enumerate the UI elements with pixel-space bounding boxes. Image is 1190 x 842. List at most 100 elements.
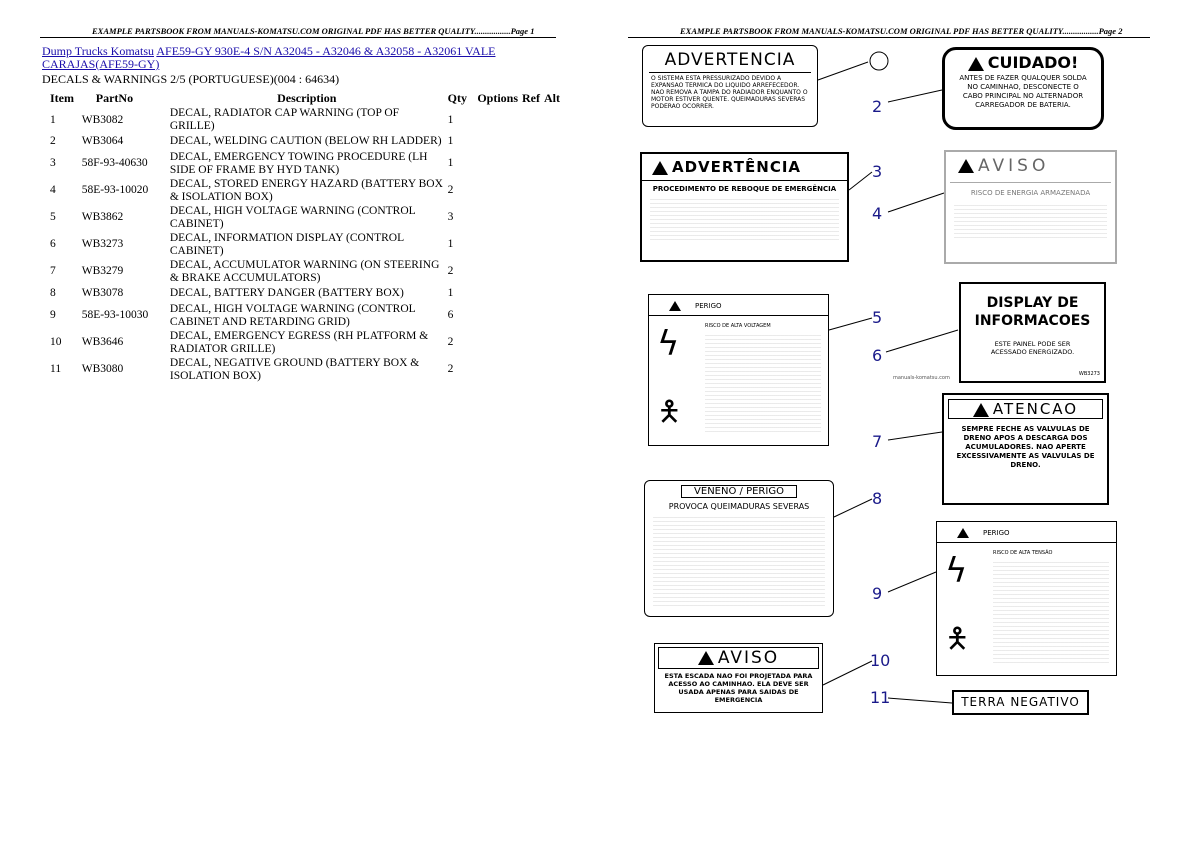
cell-partno: WB3080	[81, 363, 124, 375]
leader-line	[833, 498, 873, 518]
cell-item: 11	[50, 363, 62, 375]
cell-item: 1	[50, 113, 56, 126]
decal-title: CUIDADO!	[987, 53, 1079, 72]
decal-text: SEMPRE FECHE AS VALVULAS DE DRENO APOS A…	[956, 425, 1095, 469]
cell-description: DECAL, HIGH VOLTAGE WARNING (CONTROL CAB…	[169, 302, 416, 328]
decal-subtitle: RISCO DE ALTA TENSÃO	[993, 550, 1053, 556]
cell-qty: 2	[447, 363, 454, 375]
decal-title: DISPLAY DE INFORMACOES	[974, 295, 1091, 329]
col-partno: PartNo	[95, 91, 134, 105]
lightning-bolt-icon: ϟ	[945, 551, 968, 591]
cell-qty: 1	[447, 287, 454, 299]
callout-11: 11	[870, 688, 891, 707]
cell-item: 6	[50, 238, 56, 250]
cell-description: DECAL, ACCUMULATOR WARNING (ON STEERING …	[169, 258, 440, 284]
cell-item: 10	[50, 336, 62, 348]
col-options: Options	[477, 91, 518, 105]
decal-high-voltage-warning: PERIGO ϟ 🯅 RISCO DE ALTA VOLTAGEM	[648, 294, 829, 446]
leader-line	[887, 571, 937, 593]
decal-radiator-cap-warning: ADVERTENCIA O SISTEMA ESTA PRESSURIZADO …	[642, 45, 818, 127]
decal-text: ESTA ESCADA NAO FOI PROJETADA PARA ACESS…	[664, 672, 813, 704]
cell-item: 9	[50, 309, 56, 321]
decal-subtitle: RISCO DE ENERGIA ARMAZENADA	[970, 189, 1091, 197]
shocked-person-icon: 🯅	[945, 622, 970, 655]
decal-text: TERRA NEGATIVO	[961, 695, 1080, 709]
cell-description: DECAL, RADIATOR CAP WARNING (TOP OF GRIL…	[169, 107, 400, 132]
col-item: Item	[50, 91, 74, 105]
decal-title: PERIGO	[695, 302, 722, 310]
decal-title: AVISO	[978, 156, 1050, 176]
cell-qty: 1	[447, 113, 454, 126]
cell-qty: 1	[447, 135, 454, 147]
cell-description: DECAL, BATTERY DANGER (BATTERY BOX)	[169, 287, 404, 299]
warning-icon	[669, 301, 681, 311]
leader-line	[848, 171, 873, 191]
decal-fine-print	[705, 335, 821, 435]
col-description: Description	[277, 91, 337, 105]
leader-line	[887, 192, 945, 213]
leader-line	[887, 89, 943, 103]
parts-list-panel: Dump Trucks Komatsu AFE59-GY 930E-4 S/N …	[42, 45, 562, 383]
breadcrumb-link-serial[interactable]: AFE59-GY 930E-4 S/N A32045 - A32046 & A3…	[42, 44, 496, 71]
cell-partno: 58E-93-10030	[81, 309, 149, 321]
callout-9: 9	[872, 584, 883, 603]
cell-item: 5	[50, 211, 56, 223]
decal-welding-caution: CUIDADO! ANTES DE FAZER QUALQUER SOLDA N…	[942, 47, 1104, 130]
decal-emergency-egress: AVISO ESTA ESCADA NAO FOI PROJETADA PARA…	[654, 643, 823, 713]
cell-qty: 3	[447, 211, 454, 223]
parts-table: Item PartNo Description Qty Options Ref …	[42, 90, 562, 383]
callout-4: 4	[872, 204, 883, 223]
cell-description: DECAL, INFORMATION DISPLAY (CONTROL CABI…	[169, 231, 404, 257]
decal-title: AVISO	[717, 648, 780, 668]
warning-icon	[967, 56, 984, 71]
cell-qty: 1	[447, 238, 454, 250]
callout-circle	[869, 51, 889, 71]
decal-title: PERIGO	[983, 529, 1010, 537]
table-row: 4 58E-93-10020 DECAL, STORED ENERGY HAZA…	[42, 177, 562, 204]
cell-description: DECAL, EMERGENCY TOWING PROCEDURE (LH SI…	[169, 150, 428, 176]
cell-item: 4	[50, 184, 56, 196]
cell-description: DECAL, HIGH VOLTAGE WARNING (CONTROL CAB…	[169, 204, 416, 230]
warning-icon	[697, 651, 714, 665]
decal-emergency-towing: ADVERTÊNCIA PROCEDIMENTO DE REBOQUE DE E…	[640, 152, 849, 262]
warning-icon	[957, 528, 969, 538]
cell-partno: WB3862	[81, 211, 124, 223]
decal-title: VENENO / PERIGO	[681, 485, 797, 498]
watermark-text: manuals-komatsu.com	[893, 375, 950, 381]
table-row: 8 WB3078 DECAL, BATTERY DANGER (BATTERY …	[42, 285, 562, 302]
callout-2: 2	[872, 97, 883, 116]
breadcrumb: Dump Trucks Komatsu AFE59-GY 930E-4 S/N …	[42, 45, 562, 71]
cell-partno: 58E-93-10020	[81, 184, 149, 196]
decal-fine-print	[650, 199, 839, 243]
callout-6: 6	[872, 346, 883, 365]
callout-3: 3	[872, 162, 883, 181]
table-header-row: Item PartNo Description Qty Options Ref …	[42, 90, 562, 107]
decal-accumulator-warning: ATENCAO SEMPRE FECHE AS VALVULAS DE DREN…	[942, 393, 1109, 505]
cell-qty: 2	[447, 265, 454, 277]
callout-8: 8	[872, 489, 883, 508]
cell-item: 7	[50, 265, 56, 277]
table-row: 2 WB3064 DECAL, WELDING CAUTION (BELOW R…	[42, 133, 562, 150]
leader-line	[885, 329, 959, 353]
decal-title: ATENCAO	[992, 400, 1079, 418]
cell-partno: WB3078	[81, 287, 124, 299]
leader-line	[822, 660, 873, 686]
table-row: 9 58E-93-10030 DECAL, HIGH VOLTAGE WARNI…	[42, 302, 562, 329]
breadcrumb-link-model[interactable]: Dump Trucks Komatsu	[42, 44, 155, 58]
col-qty: Qty	[447, 91, 467, 105]
cell-item: 8	[50, 287, 56, 299]
decal-code: WB3273	[1078, 371, 1100, 377]
decal-subtitle: RISCO DE ALTA VOLTAGEM	[705, 323, 771, 329]
cell-partno: 58F-93-40630	[81, 157, 148, 169]
col-ref: Ref	[522, 91, 540, 105]
cell-partno: WB3273	[81, 238, 124, 250]
decal-information-display: DISPLAY DE INFORMACOES ESTE PAINEL PODE …	[959, 282, 1106, 383]
decal-battery-danger: VENENO / PERIGO PROVOCA QUEIMADURAS SEVE…	[644, 480, 834, 617]
decal-text: ESTE PAINEL PODE SER ACESSADO ENERGIZADO…	[990, 340, 1075, 356]
header-rule	[40, 37, 556, 38]
warning-icon	[958, 159, 974, 173]
table-row: 6 WB3273 DECAL, INFORMATION DISPLAY (CON…	[42, 231, 562, 258]
table-row: 5 WB3862 DECAL, HIGH VOLTAGE WARNING (CO…	[42, 204, 562, 231]
page-header-1: EXAMPLE PARTSBOOK FROM MANUALS-KOMATSU.C…	[92, 26, 535, 36]
table-row: 1 WB3082 DECAL, RADIATOR CAP WARNING (TO…	[42, 107, 562, 133]
